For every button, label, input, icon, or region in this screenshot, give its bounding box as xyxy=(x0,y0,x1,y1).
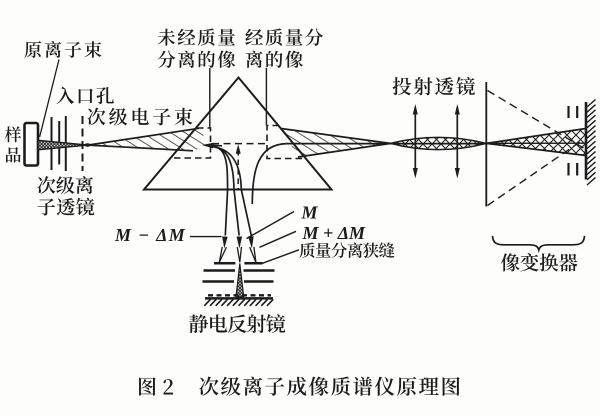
svg-text:M: M xyxy=(301,203,319,223)
svg-text:M + ΔM: M + ΔM xyxy=(302,223,367,243)
svg-text:M − ΔM: M − ΔM xyxy=(114,225,186,245)
